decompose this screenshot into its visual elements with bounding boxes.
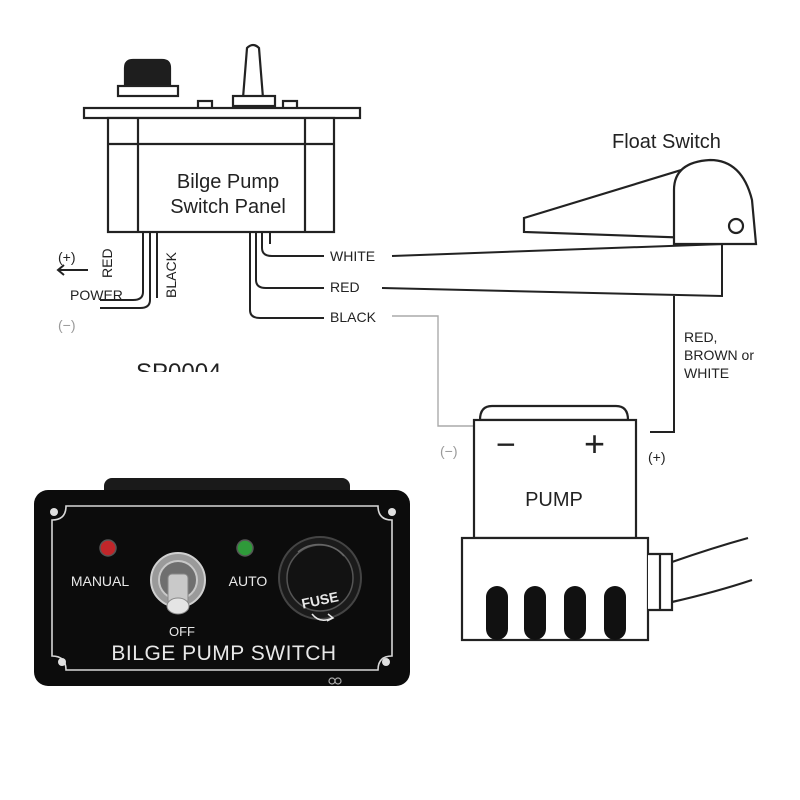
auto-label: AUTO	[229, 573, 268, 589]
mount-screw	[388, 508, 396, 516]
wire-black-label: BLACK	[330, 309, 377, 325]
partial-model-text: SP0004	[136, 359, 221, 386]
pump-minus-mark: −	[496, 426, 516, 464]
pump-vents	[486, 586, 626, 640]
power-plus-label: (+)	[58, 249, 76, 265]
engraved-border	[51, 505, 393, 671]
float-wire-label-line2: BROWN or	[684, 347, 754, 363]
wire-white-label: WHITE	[330, 248, 375, 264]
manual-indicator-led	[99, 539, 117, 557]
float-switch-label: Float Switch	[612, 131, 721, 153]
off-label: OFF	[169, 624, 195, 639]
mount-screw	[58, 658, 66, 666]
diagram-switch-panel	[82, 43, 362, 234]
pump-minus-terminal: (−)	[440, 443, 458, 459]
pump-label: PUMP	[525, 489, 583, 511]
float-wire-label-line1: RED,	[684, 329, 717, 345]
power-label: POWER	[70, 287, 123, 303]
mount-screw	[382, 658, 390, 666]
power-minus-label: (−)	[58, 317, 76, 333]
float-switch	[522, 158, 758, 246]
output-wires	[249, 232, 324, 319]
panel-title-line1: Bilge Pump	[177, 171, 279, 193]
pump-plus-terminal: (+)	[648, 449, 666, 465]
fuse-label: FUSE	[300, 588, 340, 611]
pump-plus-mark: +	[584, 423, 605, 464]
toggle-switch[interactable]	[150, 552, 206, 615]
wire-red-vertical-label: RED	[99, 248, 115, 278]
power-wires	[56, 232, 158, 309]
diagram-wire-runs	[381, 243, 725, 433]
diagram-black-ground-wire	[392, 315, 476, 427]
panel-product-title: BILGE PUMP SWITCH	[111, 642, 336, 665]
panel-title-line2: Switch Panel	[170, 196, 286, 218]
wire-red-label: RED	[330, 279, 360, 295]
manual-label: MANUAL	[71, 573, 130, 589]
brand-logo-icon	[328, 677, 342, 685]
wire-black-vertical-label: BLACK	[163, 251, 179, 298]
fuse-holder[interactable]	[278, 536, 362, 622]
mount-screw	[50, 508, 58, 516]
auto-indicator-led	[236, 539, 254, 557]
float-wire-label-line3: WHITE	[684, 365, 729, 381]
